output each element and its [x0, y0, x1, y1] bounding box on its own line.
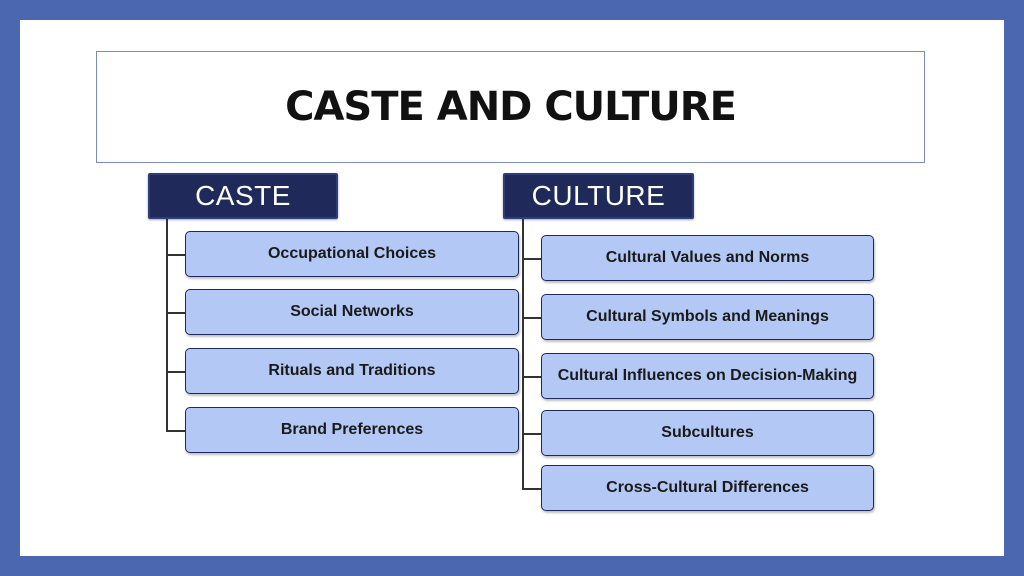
culture-connector-trunk — [522, 219, 524, 489]
caste-item-label: Rituals and Traditions — [268, 362, 436, 379]
culture-item-influences-on-decision-making: Cultural Influences on Decision-Making — [541, 353, 874, 399]
page-title: CASTE AND CULTURE — [285, 84, 737, 130]
caste-connector-trunk — [166, 219, 168, 431]
caste-item-rituals-and-traditions: Rituals and Traditions — [185, 348, 519, 394]
title-box: CASTE AND CULTURE — [96, 51, 925, 163]
culture-item-cross-cultural-differences: Cross-Cultural Differences — [541, 465, 874, 511]
culture-connector-3 — [522, 376, 541, 378]
caste-item-occupational-choices: Occupational Choices — [185, 231, 519, 277]
caste-connector-3 — [166, 371, 185, 373]
culture-connector-4 — [522, 433, 541, 435]
caste-header-label: CASTE — [195, 180, 291, 211]
caste-item-label: Brand Preferences — [280, 421, 424, 438]
culture-item-subcultures: Subcultures — [541, 410, 874, 456]
culture-item-values-and-norms: Cultural Values and Norms — [541, 235, 874, 281]
culture-item-label: Cultural Values and Norms — [605, 249, 810, 266]
caste-connector-2 — [166, 312, 185, 314]
culture-item-symbols-and-meanings: Cultural Symbols and Meanings — [541, 294, 874, 340]
caste-item-label: Occupational Choices — [267, 245, 437, 262]
caste-header: CASTE — [148, 173, 338, 219]
culture-item-label: Cultural Influences on Decision-Making — [557, 367, 858, 384]
culture-connector-1 — [522, 258, 541, 260]
culture-header: CULTURE — [503, 173, 694, 219]
caste-connector-1 — [166, 254, 185, 256]
caste-item-label: Social Networks — [290, 303, 414, 320]
culture-connector-2 — [522, 317, 541, 319]
caste-item-social-networks: Social Networks — [185, 289, 519, 335]
culture-connector-5 — [522, 488, 541, 490]
culture-item-label: Cross-Cultural Differences — [606, 479, 809, 496]
slide: CASTE AND CULTURE — [20, 20, 1004, 556]
caste-item-brand-preferences: Brand Preferences — [185, 407, 519, 453]
culture-item-label: Cultural Symbols and Meanings — [586, 308, 829, 325]
culture-header-label: CULTURE — [531, 180, 666, 211]
caste-connector-4 — [166, 430, 185, 432]
culture-item-label: Subcultures — [661, 424, 754, 441]
